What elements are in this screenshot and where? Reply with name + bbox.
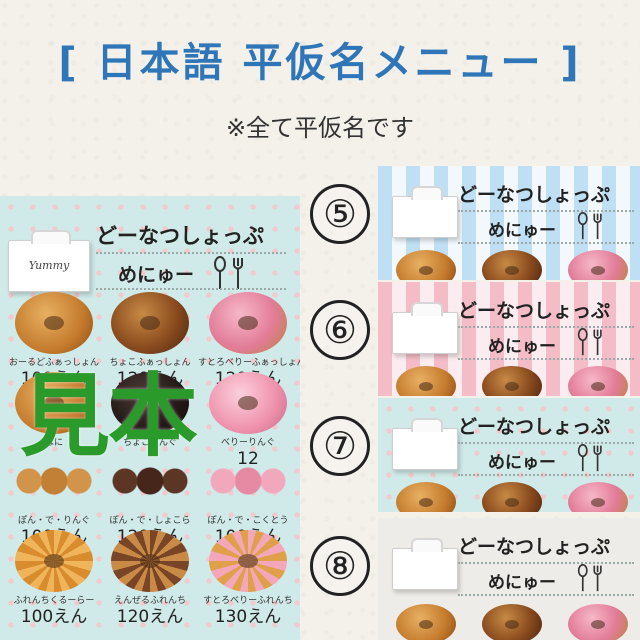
gift-box-image: Yummy bbox=[8, 230, 90, 292]
donut-image bbox=[209, 530, 287, 592]
spoon-fork-icon bbox=[574, 444, 608, 472]
shop-title: どーなつしょっぷ bbox=[96, 224, 264, 248]
divider-line bbox=[96, 252, 286, 254]
menu-word: めにゅー bbox=[488, 221, 556, 241]
donut-image bbox=[568, 366, 628, 396]
menu-item: べりーりんぐ12 bbox=[198, 372, 298, 469]
divider-line bbox=[458, 474, 634, 476]
item-name: はに bbox=[44, 438, 63, 448]
donut-image bbox=[396, 482, 456, 512]
divider-line bbox=[458, 594, 634, 596]
divider-line bbox=[458, 358, 634, 360]
donut-image bbox=[396, 250, 456, 280]
item-price: 120えん bbox=[116, 607, 184, 627]
divider-line bbox=[458, 242, 634, 244]
divider-line bbox=[458, 210, 634, 212]
shop-title: どーなつしょっぷ bbox=[458, 536, 611, 558]
donut-image bbox=[15, 530, 93, 592]
item-name: べりーりんぐ bbox=[220, 438, 275, 448]
spoon-fork-icon bbox=[574, 328, 608, 356]
item-name: ぽん・で・しょこら bbox=[109, 516, 191, 526]
item-price: 100えん bbox=[20, 607, 88, 627]
divider-line bbox=[458, 326, 634, 328]
gift-box-image bbox=[392, 538, 458, 590]
divider-line bbox=[458, 442, 634, 444]
variant-number: ⑤ bbox=[310, 184, 370, 244]
variant-number: ⑥ bbox=[310, 300, 370, 360]
item-name: ちょこりんぐ bbox=[122, 438, 177, 448]
shop-title: どーなつしょっぷ bbox=[458, 300, 611, 322]
gift-box-handle bbox=[31, 230, 71, 244]
gift-box-image bbox=[392, 186, 458, 238]
donut-image bbox=[111, 450, 189, 512]
menu-word: めにゅー bbox=[488, 573, 556, 593]
menu-header: Yummy どーなつしょっぷ めにゅー bbox=[0, 196, 300, 306]
variant-card: どーなつしょっぷめにゅー bbox=[378, 166, 640, 280]
variant-card: どーなつしょっぷめにゅー bbox=[378, 518, 640, 640]
item-name: えんぜるふれんち bbox=[113, 596, 186, 606]
gift-box-handle bbox=[410, 302, 444, 316]
donut-image bbox=[111, 292, 189, 354]
variant-number: ⑧ bbox=[310, 536, 370, 596]
box-brand-label: Yummy bbox=[28, 259, 70, 272]
divider-line bbox=[96, 288, 286, 290]
spoon-fork-icon bbox=[574, 212, 608, 240]
menu-item: はに bbox=[4, 372, 104, 449]
donut-image bbox=[482, 366, 542, 396]
donut-image bbox=[209, 292, 287, 354]
gift-box-handle bbox=[410, 418, 444, 432]
item-name: ぽん・で・りんぐ bbox=[17, 516, 90, 526]
page-title: [ 日本語 平仮名メニュー ] bbox=[58, 40, 582, 86]
variant-number: ⑦ bbox=[310, 416, 370, 476]
gift-box-image bbox=[392, 418, 458, 470]
donut-image bbox=[15, 450, 93, 512]
donut-image bbox=[111, 372, 189, 434]
donut-image bbox=[482, 604, 542, 640]
menu-word: めにゅー bbox=[118, 264, 195, 286]
gift-box-handle bbox=[410, 186, 444, 200]
menu-word: めにゅー bbox=[488, 453, 556, 473]
donut-image bbox=[111, 530, 189, 592]
menu-word: めにゅー bbox=[488, 337, 556, 357]
donut-image bbox=[482, 482, 542, 512]
donut-image bbox=[15, 372, 93, 434]
page-subtitle: ※全て平仮名です bbox=[225, 114, 415, 142]
item-name: すとろべりーふれんち bbox=[203, 596, 293, 606]
variant-card: どーなつしょっぷめにゅー bbox=[378, 398, 640, 512]
spoon-fork-icon bbox=[574, 564, 608, 592]
item-price: 130えん bbox=[214, 607, 282, 627]
donut-image bbox=[396, 366, 456, 396]
donut-image bbox=[482, 250, 542, 280]
sample-watermark: 見本 bbox=[20, 364, 198, 469]
gift-box-image bbox=[392, 302, 458, 354]
donut-image bbox=[15, 292, 93, 354]
divider-line bbox=[458, 562, 634, 564]
shop-title: どーなつしょっぷ bbox=[458, 184, 611, 206]
item-name: ちょこふぁっしょん bbox=[109, 358, 191, 368]
gift-box-handle bbox=[410, 538, 444, 552]
donut-image bbox=[396, 604, 456, 640]
item-name: ふれんちくるーらー bbox=[13, 596, 95, 606]
donut-image bbox=[209, 450, 287, 512]
item-name: ぽん・で・こくとう bbox=[207, 516, 289, 526]
donut-image bbox=[568, 250, 628, 280]
menu-item: ちょこりんぐ bbox=[100, 372, 200, 449]
item-name: おーるどふぁっしょん bbox=[8, 358, 99, 368]
spoon-fork-icon bbox=[210, 256, 250, 290]
donut-image bbox=[209, 372, 287, 434]
donut-image bbox=[568, 604, 628, 640]
shop-title: どーなつしょっぷ bbox=[458, 416, 611, 438]
menu-sample: Yummy どーなつしょっぷ めにゅー おーるどふぁっしょん 100えん ちょこふぁ… bbox=[0, 196, 300, 640]
variant-card: どーなつしょっぷめにゅー bbox=[378, 282, 640, 396]
item-name: すとろべりーふぁっしょん bbox=[198, 358, 300, 368]
donut-image bbox=[568, 482, 628, 512]
